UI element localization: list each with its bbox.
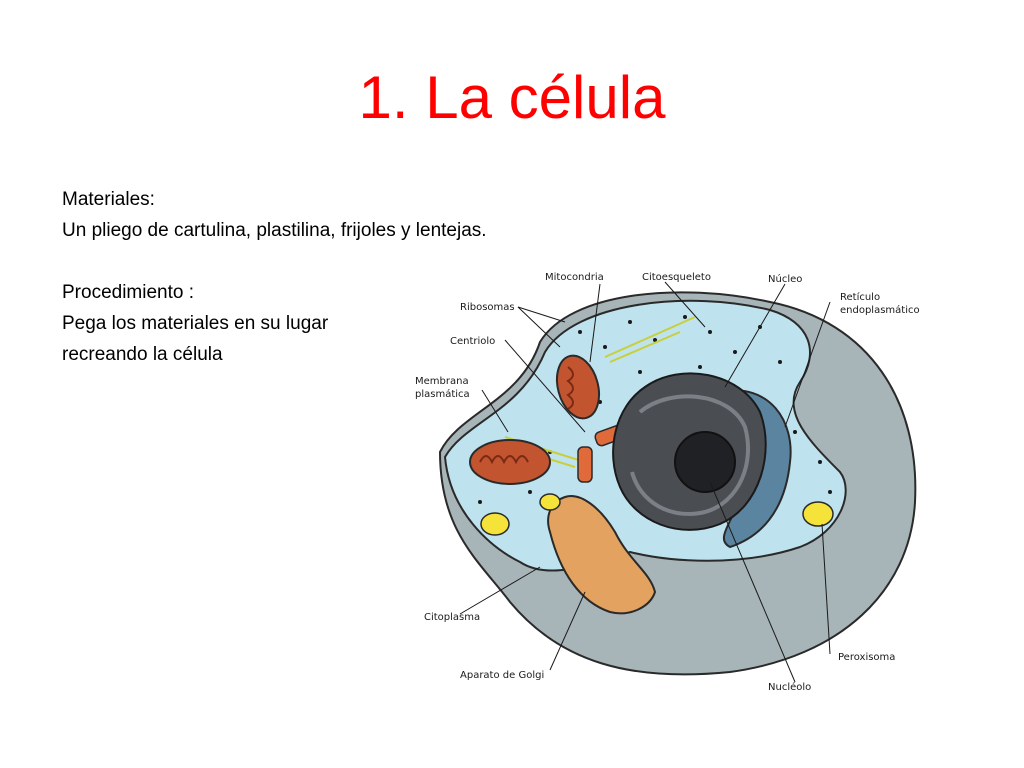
label-golgi: Aparato de Golgi bbox=[460, 670, 544, 681]
vesicle-2 bbox=[539, 493, 561, 511]
label-membrana-2: plasmática bbox=[415, 388, 470, 400]
materials-text: Un pliego de cartulina, plastilina, frij… bbox=[62, 220, 487, 241]
procedure-heading: Procedimiento : bbox=[62, 282, 195, 303]
materials-heading: Materiales: bbox=[62, 189, 155, 210]
label-ribosomas: Ribosomas bbox=[460, 302, 515, 313]
label-reticulo-1: Retículo bbox=[840, 291, 880, 303]
procedure-line-2: recreando la célula bbox=[62, 344, 223, 365]
peroxisome bbox=[802, 501, 834, 527]
vesicle-1 bbox=[480, 512, 510, 536]
leader-lines bbox=[459, 281, 831, 683]
label-peroxisoma: Peroxisoma bbox=[838, 652, 895, 663]
label-reticulo-2: endoplasmático bbox=[840, 304, 920, 316]
label-citoplasma: Citoplasma bbox=[424, 612, 480, 623]
slide-body: Materiales: Un pliego de cartulina, plas… bbox=[62, 184, 622, 370]
nucleolus bbox=[674, 431, 736, 493]
mitochondrion-left bbox=[469, 439, 551, 485]
label-citoesqueleto: Citoesqueleto bbox=[642, 272, 711, 283]
slide-title: 1. La célula bbox=[358, 64, 666, 131]
label-nucleolo: Nucléolo bbox=[768, 681, 811, 693]
centriole-2 bbox=[577, 446, 593, 483]
mitochondrion-top bbox=[555, 354, 601, 420]
procedure-line-1: Pega los materiales en su lugar bbox=[62, 313, 329, 334]
cell-diagram: Mitocondria Citoesqueleto Núcleo Retícul… bbox=[415, 272, 920, 693]
label-membrana-1: Membrana bbox=[415, 376, 469, 387]
label-nucleo: Núcleo bbox=[768, 273, 802, 285]
label-mitocondria: Mitocondria bbox=[545, 272, 604, 283]
label-centriolo: Centriolo bbox=[450, 336, 495, 347]
golgi-apparatus bbox=[547, 495, 657, 615]
